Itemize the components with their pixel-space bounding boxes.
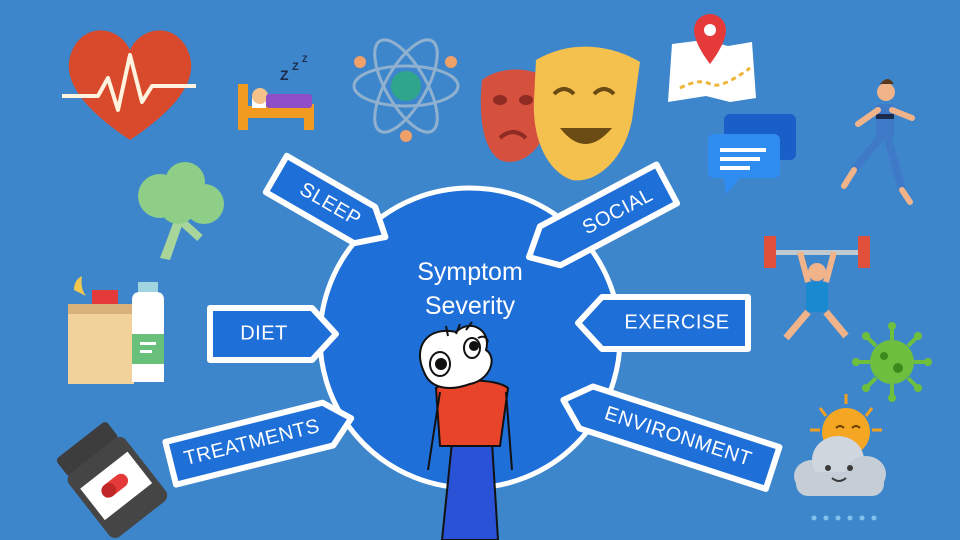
stick-figure-character <box>419 321 513 540</box>
center-label-line2: Severity <box>424 292 516 320</box>
theater-masks-icon <box>480 46 640 181</box>
virus-icon <box>852 322 932 402</box>
tag-shape-exercise <box>575 294 751 352</box>
tag-shape-diet <box>207 305 339 363</box>
runner-icon <box>841 79 915 205</box>
svg-text:Z: Z <box>280 67 289 83</box>
atom-icon <box>352 38 460 142</box>
heart-pulse-icon <box>62 30 196 140</box>
tag-shape-treatments <box>162 399 355 488</box>
broccoli-icon <box>138 162 224 260</box>
grocery-bag-icon <box>68 276 164 384</box>
svg-text:Z: Z <box>302 54 308 64</box>
tag-shapes <box>162 152 783 492</box>
map-pin-icon <box>668 14 756 102</box>
center-label-line1: Symptom <box>417 258 523 286</box>
tag-exercise-label: EXERCISE <box>624 311 730 334</box>
sleeping-bed-icon: Z Z Z <box>238 54 314 130</box>
tag-shape-sleep <box>262 152 389 247</box>
sun-cloud-icon <box>794 394 886 521</box>
svg-text:Z: Z <box>292 61 299 73</box>
weightlifter-icon <box>764 236 870 341</box>
tag-shape-environment <box>560 383 783 492</box>
tag-shape-social <box>526 161 681 269</box>
center-label: Symptom Severity <box>360 255 580 323</box>
chat-bubbles-icon <box>708 114 796 194</box>
tag-diet-label: DIET <box>240 322 288 345</box>
medicine-bottle-icon <box>56 422 168 538</box>
